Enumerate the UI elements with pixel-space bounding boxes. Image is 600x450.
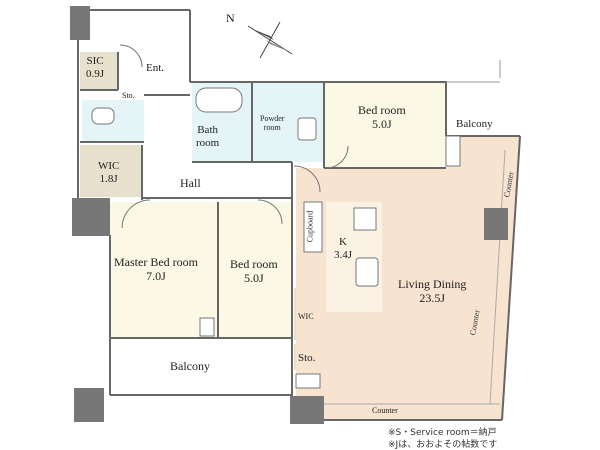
counter-line-right <box>489 149 506 405</box>
sink-icon <box>297 117 317 141</box>
sto-top-label: Sto. <box>122 91 135 100</box>
master-bedroom-room <box>110 202 218 338</box>
sto-mid-label: Sto. <box>298 352 316 364</box>
balcony-right-label: Balcony <box>456 118 493 130</box>
balcony-bottom-label: Balcony <box>170 359 210 373</box>
door-bedroom-mid <box>257 199 283 225</box>
door-entrance <box>119 44 143 68</box>
cupboard-unit <box>303 201 323 253</box>
pillar-right <box>484 208 508 240</box>
pillar-left-mid <box>72 198 110 236</box>
door-master <box>121 199 151 229</box>
stove-icon <box>353 207 377 231</box>
counter-bottom-label: Counter <box>372 406 398 415</box>
shaft-icon-2 <box>199 317 215 337</box>
note-line-2: ※Jは、おおよその帖数です <box>388 440 498 450</box>
cupboard-label: Cupboard <box>305 210 315 243</box>
compass-label: N <box>226 11 235 25</box>
wic-left-room <box>80 145 142 197</box>
note-line-1: ※S・Service room＝納戸 <box>388 428 497 438</box>
pillar-bottom-left <box>74 388 104 422</box>
bedroom-top-room <box>324 82 446 168</box>
door-living <box>293 165 321 193</box>
sic-room <box>80 52 118 90</box>
bedroom-mid-room <box>218 202 292 338</box>
bathtub-icon <box>195 87 243 113</box>
pillar-top-left <box>70 6 90 40</box>
shaft-icon-3 <box>295 373 321 389</box>
kitchen-sink-icon <box>355 257 379 287</box>
entrance-label: Ent. <box>146 62 165 74</box>
compass-icon <box>247 21 293 59</box>
pillar-bottom-mid <box>290 396 324 424</box>
door-bedroom-top <box>325 145 349 169</box>
toilet-icon <box>91 107 115 125</box>
wic-mid-label: WIC <box>298 312 314 321</box>
entrance-area <box>118 45 190 95</box>
hall-label: Hall <box>180 176 201 190</box>
shaft-icon-1 <box>445 135 461 167</box>
